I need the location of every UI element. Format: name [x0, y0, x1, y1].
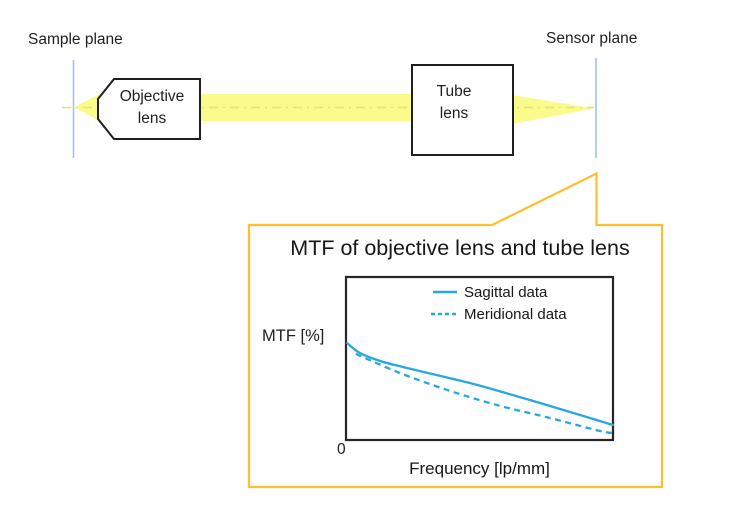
callout-title: MTF of objective lens and tube lens [290, 236, 630, 260]
objective-lens-label: Objective lens [104, 86, 200, 130]
tube-lens-label: Tube lens [406, 81, 502, 125]
tube-lens-shape [411, 64, 514, 156]
beam-right-cone [512, 95, 594, 124]
sagittal-curve [345, 341, 615, 427]
chart-x-axis-label: Frequency [lp/mm] [409, 459, 550, 478]
meridional-curve [355, 352, 614, 435]
legend-label-meridional: Meridional data [464, 306, 567, 323]
sample-plane-label: Sample plane [28, 31, 123, 48]
chart-frame [344, 275, 615, 442]
objective-lens-shape [97, 78, 201, 140]
sensor-plane-label: Sensor plane [546, 30, 638, 47]
legend-label-sagittal: Sagittal data [464, 284, 548, 301]
tube-lens-label-line1: Tube [436, 83, 472, 100]
tube-lens-label-line2: lens [439, 105, 469, 122]
objective-lens-label-line2: lens [137, 110, 167, 127]
chart-origin-label: 0 [337, 441, 346, 458]
chart-plot-area [345, 341, 615, 435]
objective-lens-label-line1: Objective [119, 88, 185, 105]
chart-y-axis-label: MTF [%] [262, 327, 325, 345]
